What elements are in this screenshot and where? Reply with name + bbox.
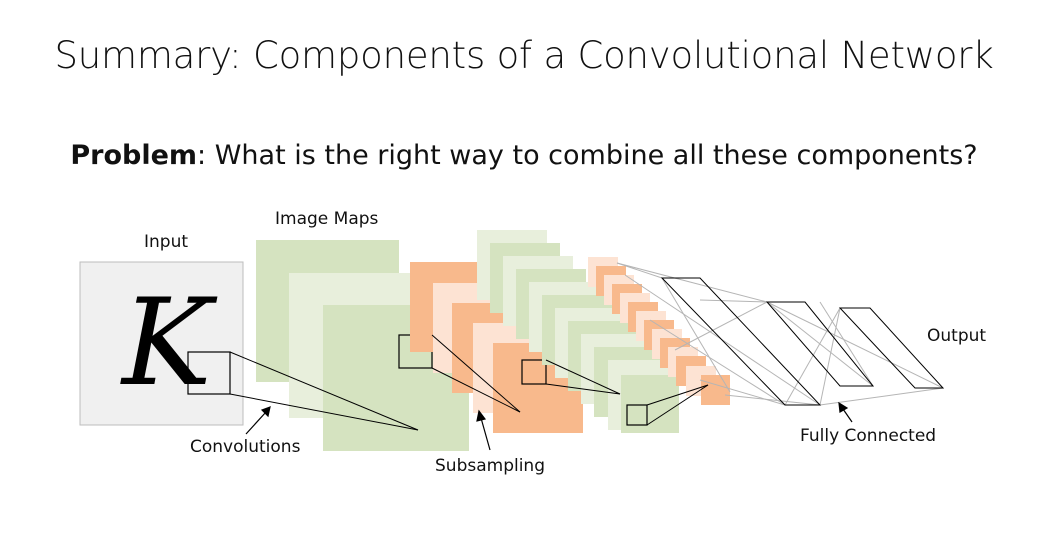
projection-lines (229, 334, 709, 431)
image-maps-label: Image Maps (275, 209, 379, 229)
problem-text: : What is the right way to combine all t… (197, 140, 978, 171)
problem-statement: Problem: What is the right way to combin… (0, 140, 1048, 171)
fully-connected-label: Fully Connected (800, 426, 936, 446)
problem-label: Problem (70, 140, 198, 171)
fc-layer-3 (838, 307, 945, 389)
fully-connected-arrow-icon (838, 401, 849, 413)
input-label: Input (144, 232, 188, 252)
fully-connected-connections (616, 262, 944, 406)
input-receptive-field (187, 351, 231, 395)
convolutions-arrow-icon (260, 406, 271, 418)
subsample-receptive-field (521, 359, 547, 385)
output-label: Output (927, 326, 986, 346)
input-glyph: K (120, 274, 218, 413)
annotation-arrows (245, 401, 853, 451)
fc-layer-1 (660, 277, 822, 406)
slide-title: Summary: Components of a Convolutional N… (54, 34, 994, 77)
conv2-receptive-field (626, 404, 648, 426)
small-map-14 (701, 375, 730, 405)
fc-layer-2 (765, 301, 875, 387)
fully-connected-layers (660, 277, 945, 406)
input-image (79, 261, 244, 426)
subsampling-label: Subsampling (435, 456, 545, 476)
convolutions-label: Convolutions (190, 437, 301, 457)
subsampling-arrow-icon (476, 409, 487, 422)
